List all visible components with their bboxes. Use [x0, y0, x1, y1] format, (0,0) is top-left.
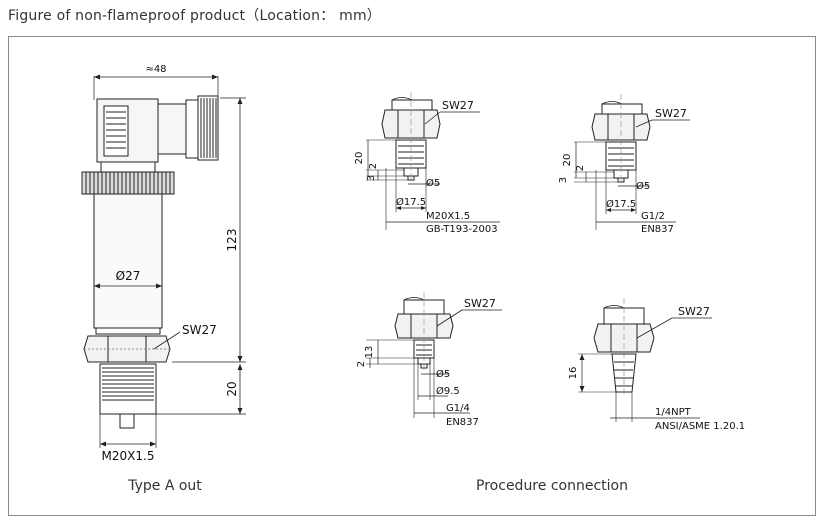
c2-d20-label: 20 — [562, 154, 573, 167]
c4-sw-label: SW27 — [678, 305, 710, 318]
connection-npt-drawing — [578, 298, 712, 422]
c3-d2-label: 2 — [356, 361, 367, 367]
c3-thread-label: G1/4 — [446, 403, 470, 414]
c3-d13-label: 13 — [364, 346, 375, 359]
c1-d20-label: 20 — [354, 152, 365, 165]
drawing-frame — [8, 36, 816, 516]
c3-dia5-label: Ø5 — [436, 368, 450, 380]
transmitter-drawing — [81, 74, 246, 448]
c1-thread-label: M20X1.5 — [426, 211, 470, 222]
c1-dia175-label: Ø17.5 — [396, 196, 426, 208]
c4-d16-label: 16 — [568, 367, 579, 380]
c1-d3-label: 3 — [366, 175, 377, 181]
main-caption: Type A out — [127, 478, 202, 494]
c2-dia175-label: Ø17.5 — [606, 198, 636, 210]
connection-m20-drawing — [366, 92, 500, 230]
c2-std-label: EN837 — [641, 224, 674, 235]
connection-g14-drawing — [366, 292, 502, 418]
c4-thread-label: 1/4NPT — [655, 407, 692, 418]
sw-label: SW27 — [182, 323, 217, 337]
c2-thread-label: G1/2 — [641, 211, 665, 222]
c3-std-label: EN837 — [446, 417, 479, 428]
c1-sw-label: SW27 — [442, 99, 474, 112]
c1-std-label: GB-T193-2003 — [426, 224, 498, 235]
dim-height-label: 123 — [225, 229, 239, 252]
c2-d3-label: 3 — [558, 177, 569, 183]
c3-dia95-label: Ø9.5 — [436, 385, 460, 397]
c3-sw-label: SW27 — [464, 297, 496, 310]
connection-g12-drawing — [574, 94, 690, 230]
c4-std-label: ANSI/ASME 1.20.1 — [655, 421, 745, 432]
dim-width-label: ≈48 — [145, 64, 166, 75]
page-title: Figure of non-flameproof product（Locatio… — [8, 8, 381, 24]
c2-sw-label: SW27 — [655, 107, 687, 120]
dim-diameter-label: Ø27 — [116, 269, 141, 283]
connections-caption: Procedure connection — [476, 478, 628, 494]
c1-d2-label: 2 — [368, 163, 379, 169]
thread-label: M20X1.5 — [102, 449, 155, 463]
c1-dia5-label: Ø5 — [426, 177, 440, 189]
dim-bottom-label: 20 — [225, 381, 239, 396]
c2-d2-label: 2 — [575, 165, 586, 171]
c2-dia5-label: Ø5 — [636, 180, 650, 192]
